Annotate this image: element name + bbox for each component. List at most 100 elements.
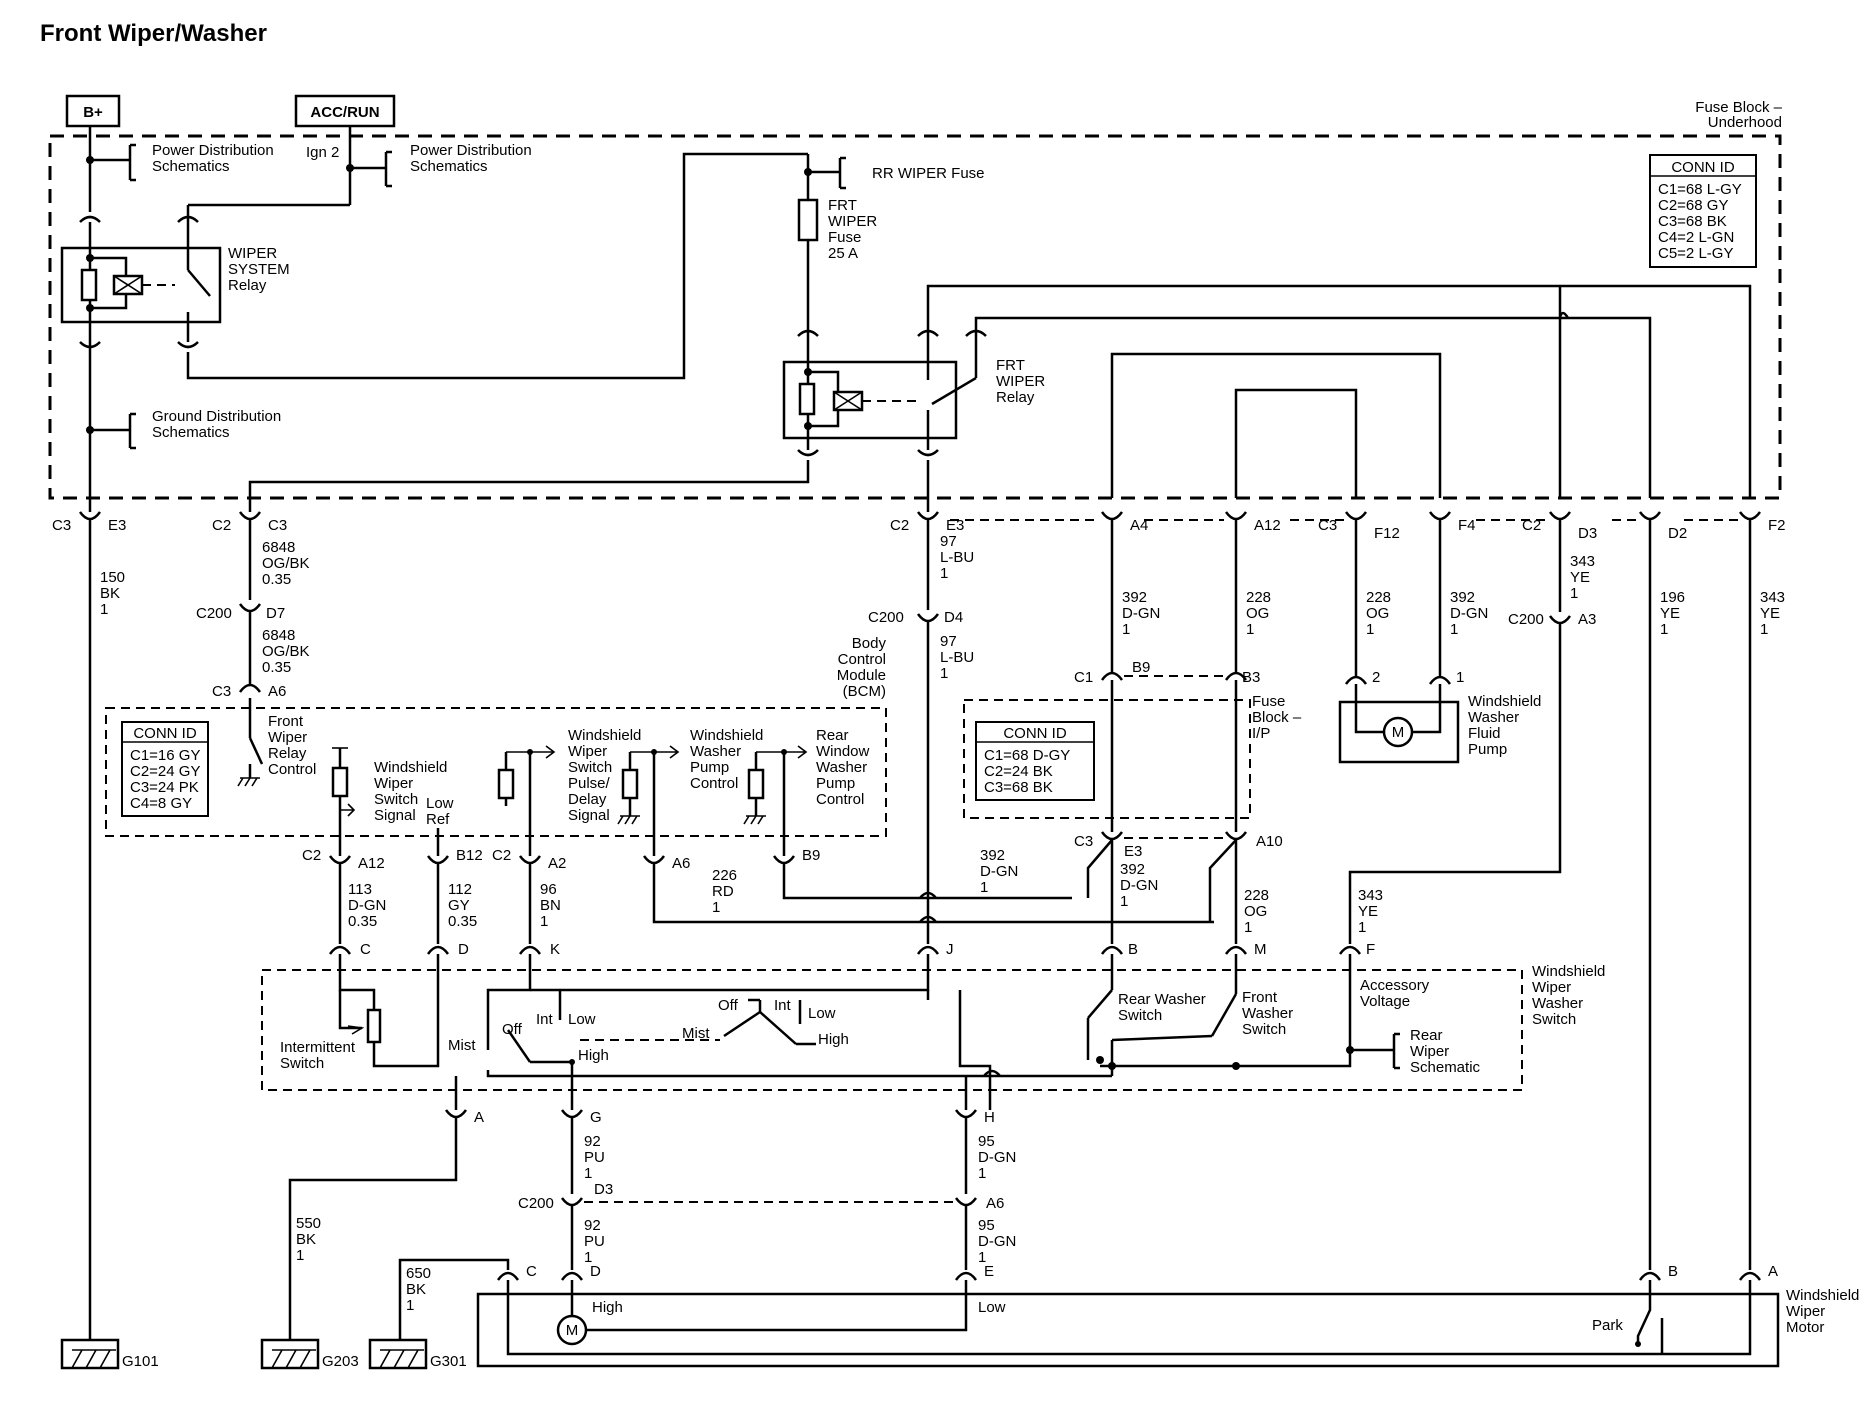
svg-text:A: A [1768, 1263, 1778, 1280]
switch-assembly-border [261, 969, 1523, 1091]
svg-text:343: 343 [1760, 589, 1785, 606]
svg-text:B12: B12 [456, 847, 483, 864]
svg-text:1: 1 [978, 1165, 986, 1182]
svg-text:92: 92 [584, 1217, 601, 1234]
svg-text:G301: G301 [430, 1353, 467, 1370]
svg-text:392: 392 [1120, 861, 1145, 878]
svg-text:Accessory: Accessory [1360, 977, 1430, 994]
svg-text:0.35: 0.35 [448, 913, 477, 930]
svg-text:A4: A4 [1130, 517, 1148, 534]
svg-text:Switch: Switch [1118, 1007, 1162, 1024]
svg-text:BN: BN [540, 897, 561, 914]
washer-fluid-pump: 2 1 M Windshield Washer Fluid Pump [1338, 669, 1541, 764]
front-washer-switch: Front Washer Switch [1111, 954, 1293, 1042]
svg-text:Schematics: Schematics [410, 158, 488, 175]
svg-text:A3: A3 [1578, 611, 1596, 628]
svg-text:M: M [1254, 941, 1267, 958]
svg-text:K: K [550, 941, 560, 958]
svg-text:Ground Distribution: Ground Distribution [152, 408, 281, 425]
svg-text:25 A: 25 A [828, 245, 858, 262]
svg-text:Low: Low [978, 1299, 1006, 1316]
svg-text:FRT: FRT [996, 357, 1025, 374]
svg-text:C3: C3 [268, 517, 287, 534]
svg-text:A12: A12 [358, 855, 385, 872]
svg-text:I/P: I/P [1252, 725, 1270, 742]
svg-text:Off: Off [502, 1021, 523, 1038]
svg-text:C3=68 BK: C3=68 BK [1658, 213, 1727, 230]
svg-text:Control: Control [816, 791, 864, 808]
svg-text:Switch: Switch [1532, 1011, 1576, 1028]
svg-text:F: F [1366, 941, 1375, 958]
svg-text:95: 95 [978, 1217, 995, 1234]
svg-text:High: High [818, 1031, 849, 1048]
bplus-source: B+ [65, 94, 121, 128]
svg-text:B: B [1668, 1263, 1678, 1280]
svg-text:0.35: 0.35 [348, 913, 377, 930]
frt-relay-to-c3 [248, 460, 810, 512]
svg-text:Motor: Motor [1786, 1319, 1824, 1336]
svg-text:343: 343 [1358, 887, 1383, 904]
svg-text:Switch: Switch [568, 759, 612, 776]
svg-text:Rear: Rear [1410, 1027, 1443, 1044]
svg-text:1: 1 [1244, 919, 1252, 936]
bus-a12-f12 [1234, 388, 1358, 498]
svg-text:Fuse: Fuse [1252, 693, 1285, 710]
svg-text:C2: C2 [302, 847, 321, 864]
wire-6848: 6848 OG/BK 0.35 C200 D7 6848 OG/BK 0.35 … [196, 520, 310, 700]
svg-text:PU: PU [584, 1233, 605, 1250]
svg-text:1: 1 [1456, 669, 1464, 686]
svg-text:Rear: Rear [816, 727, 849, 744]
svg-text:6848: 6848 [262, 539, 295, 556]
ground-g203: G203 [260, 1338, 359, 1370]
wire-97: 97 L-BU 1 C200 D4 97 L-BU 1 [868, 520, 974, 944]
svg-text:E3: E3 [946, 517, 964, 534]
svg-text:D-GN: D-GN [978, 1233, 1016, 1250]
svg-text:Mist: Mist [682, 1025, 710, 1042]
svg-text:BK: BK [406, 1281, 426, 1298]
switch-assembly-label: Windshield Wiper Washer Switch [1532, 963, 1605, 1028]
svg-text:1: 1 [100, 601, 108, 618]
fuse-block-underhood-label: Fuse Block – Underhood [1695, 99, 1782, 131]
fuse-block-underhood-border [48, 134, 1782, 500]
bcm-pulse-delay: Windshield Wiper Switch Pulse/ Delay Sig… [497, 727, 641, 856]
wire-228-a10: 228 OG 1 [1208, 839, 1269, 944]
svg-text:J: J [946, 941, 954, 958]
svg-text:1: 1 [1450, 621, 1458, 638]
svg-text:C2: C2 [212, 517, 231, 534]
rear-washer-switch: Rear Washer Switch [1086, 954, 1206, 1076]
svg-text:1: 1 [584, 1165, 592, 1182]
svg-text:D: D [590, 1263, 601, 1280]
svg-text:C4=2 L-GN: C4=2 L-GN [1658, 229, 1734, 246]
bcm-connectors: C2 A12 B12 C2 A2 A6 B9 [302, 847, 820, 872]
bus-hop-2 [983, 1069, 1001, 1077]
ground-distribution-ref: Ground Distribution Schematics [86, 350, 281, 512]
accessory-voltage: Accessory Voltage Rear Wiper Schematic [1100, 954, 1481, 1076]
svg-text:A6: A6 [672, 855, 690, 872]
svg-text:WIPER: WIPER [228, 245, 277, 262]
svg-text:FRT: FRT [828, 197, 857, 214]
svg-text:1: 1 [980, 879, 988, 896]
svg-text:A6: A6 [986, 1195, 1004, 1212]
svg-text:Relay: Relay [268, 745, 307, 762]
svg-text:228: 228 [1244, 887, 1269, 904]
svg-text:Int: Int [536, 1011, 554, 1028]
frt-relay-bus [926, 284, 1752, 498]
wiper-system-relay: WIPER SYSTEM Relay [60, 215, 290, 350]
svg-text:Wiper: Wiper [568, 743, 607, 760]
svg-text:C2: C2 [492, 847, 511, 864]
connector-row-underhood: C3 E3 C2 C3 C2 E3 A4 A12 C3 F12 F4 C2 D3… [52, 511, 1786, 542]
windshield-wiper-motor: M High Low Park Windshield Wiper Motor [476, 1280, 1859, 1368]
bcm-switch-signal: Windshield Wiper Switch Signal Low Ref [331, 747, 454, 856]
svg-text:Washer: Washer [816, 759, 867, 776]
svg-text:6848: 6848 [262, 627, 295, 644]
wire-113: 113 D-GN 0.35 [338, 864, 386, 944]
switch-connectors-bottom: A G H [444, 1076, 995, 1126]
svg-text:D2: D2 [1668, 525, 1687, 542]
svg-text:113: 113 [348, 881, 372, 898]
svg-text:1: 1 [540, 913, 548, 930]
svg-text:M: M [566, 1322, 579, 1339]
svg-text:OG: OG [1244, 903, 1267, 920]
svg-text:0.35: 0.35 [262, 571, 291, 588]
svg-text:C1=68 L-GY: C1=68 L-GY [1658, 181, 1742, 198]
wire-150-bk: 150 BK 1 [88, 520, 125, 1340]
